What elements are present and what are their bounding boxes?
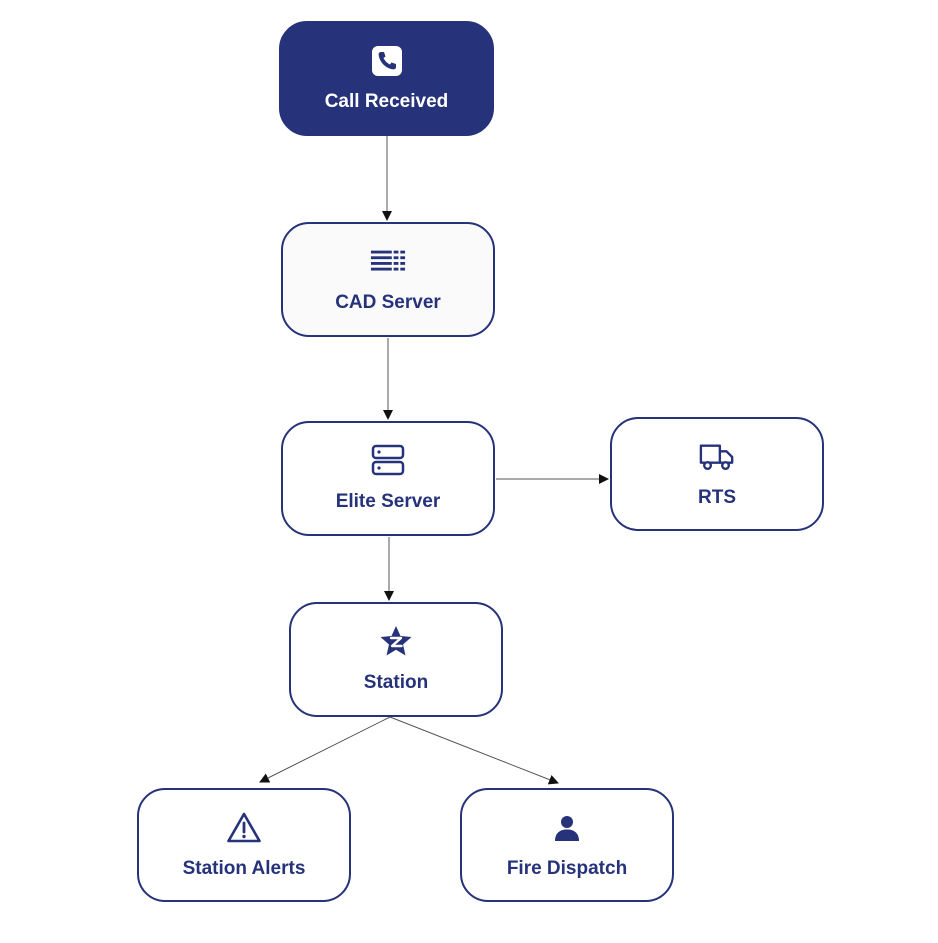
edge-station-to-dispatch [389,716,559,785]
node-cad-server[interactable]: CAD Server [281,222,495,337]
node-elite-server[interactable]: Elite Server [281,421,495,536]
node-label: Station [363,672,429,693]
truck-icon [699,439,735,475]
server-grid-icon [370,244,406,280]
node-fire-dispatch[interactable]: Fire Dispatch [460,788,674,902]
node-label: RTS [698,487,736,508]
star-z-icon [378,624,414,660]
warning-triangle-icon [226,810,262,846]
node-rts[interactable]: RTS [610,417,824,531]
node-label: Station Alerts [182,858,306,879]
node-label: Fire Dispatch [506,858,628,879]
node-label: Elite Server [335,491,441,512]
edge-station-to-alerts [259,716,391,783]
person-icon [549,810,585,846]
node-station[interactable]: Station [289,602,503,717]
server-stack-icon [370,443,406,479]
node-label: Call Received [324,91,449,112]
node-call-received[interactable]: Call Received [279,21,494,136]
node-label: CAD Server [335,292,441,313]
phone-icon [369,43,405,79]
node-station-alerts[interactable]: Station Alerts [137,788,351,902]
